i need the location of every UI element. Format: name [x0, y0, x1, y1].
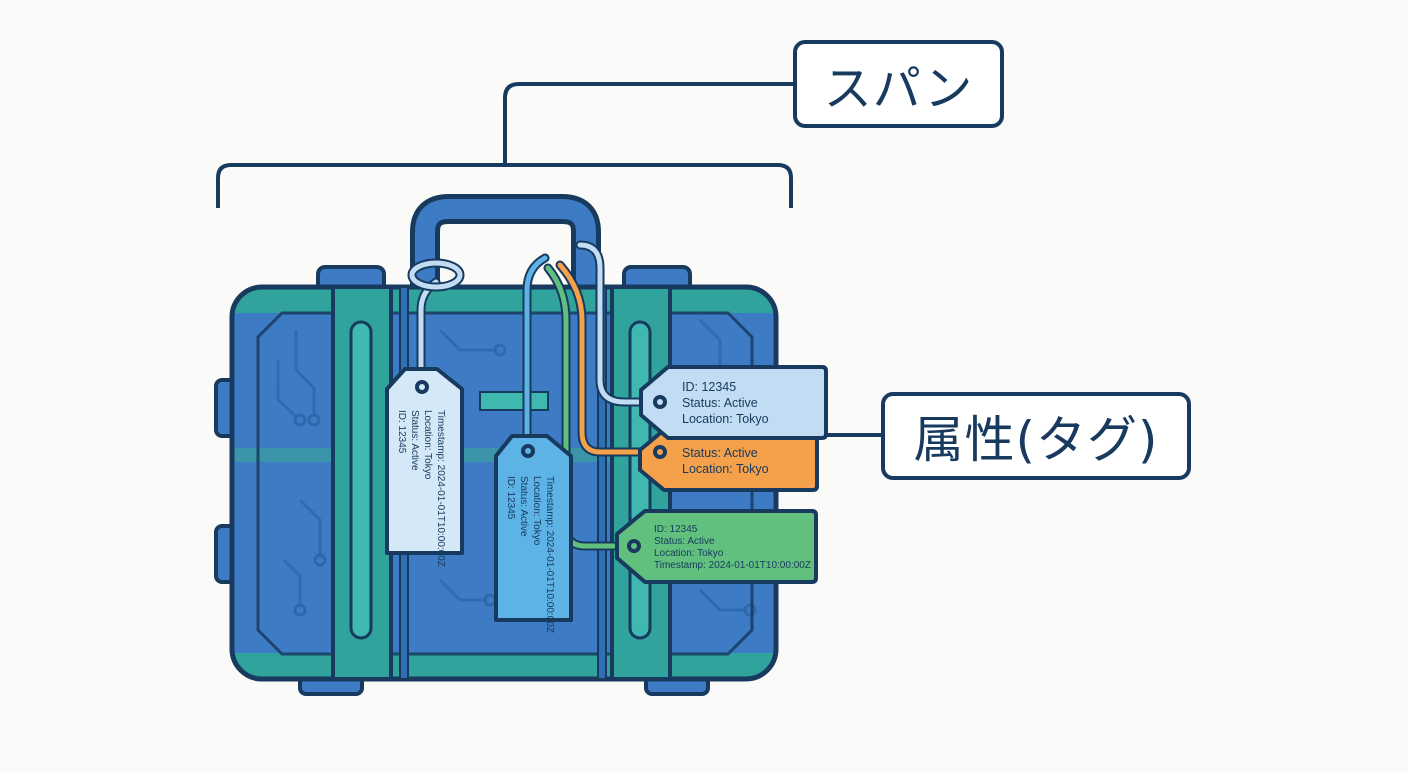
tag-text-line: Timestamp: 2024-01-01T10:00:00Z — [654, 560, 811, 571]
tag-text-line: ID: 12345 — [682, 380, 736, 394]
tag-vertical-center: ID: 12345 Status: Active Location: Tokyo… — [494, 434, 573, 633]
span-label: スパン — [793, 40, 1004, 128]
suitcase-handle — [410, 194, 601, 292]
tag-text-line: Status: Active — [654, 536, 715, 547]
center-latch — [479, 391, 549, 411]
tag-green: ID: 12345 Status: Active Location: Tokyo… — [615, 509, 818, 584]
tag-light-blue: ID: 12345 Status: Active Location: Tokyo — [639, 365, 828, 440]
tag-text-line: ID: 12345 — [654, 524, 698, 535]
strap-left — [331, 285, 393, 681]
span-bracket — [216, 82, 793, 208]
tag-vertical-left: ID: 12345 Status: Active Location: Tokyo… — [385, 367, 464, 567]
tag-text-line: Location: Tokyo — [422, 410, 433, 480]
tag-text-line: ID: 12345 — [505, 476, 516, 520]
tag-text-line: Location: Tokyo — [682, 462, 769, 476]
inner-panel — [256, 311, 754, 656]
tag-text-line: Timestamp: 2024-01-01T10:00:00Z — [435, 410, 446, 567]
tag-text-line: Location: Tokyo — [531, 476, 542, 546]
attributes-label: 属性(タグ) — [881, 392, 1191, 480]
tag-text-line: Location: Tokyo — [682, 412, 769, 426]
tag-text-line: Status: Active — [518, 476, 529, 537]
tag-text-line: Timestamp: 2024-01-01T10:00:00Z — [544, 476, 555, 633]
tag-text-line: Status: Active — [682, 446, 758, 460]
tag-text-line: Status: Active — [409, 410, 420, 471]
tag-text-line: Location: Tokyo — [654, 548, 724, 559]
tag-text-line: ID: 12345 — [396, 410, 407, 454]
tag-text-line: Status: Active — [682, 396, 758, 410]
